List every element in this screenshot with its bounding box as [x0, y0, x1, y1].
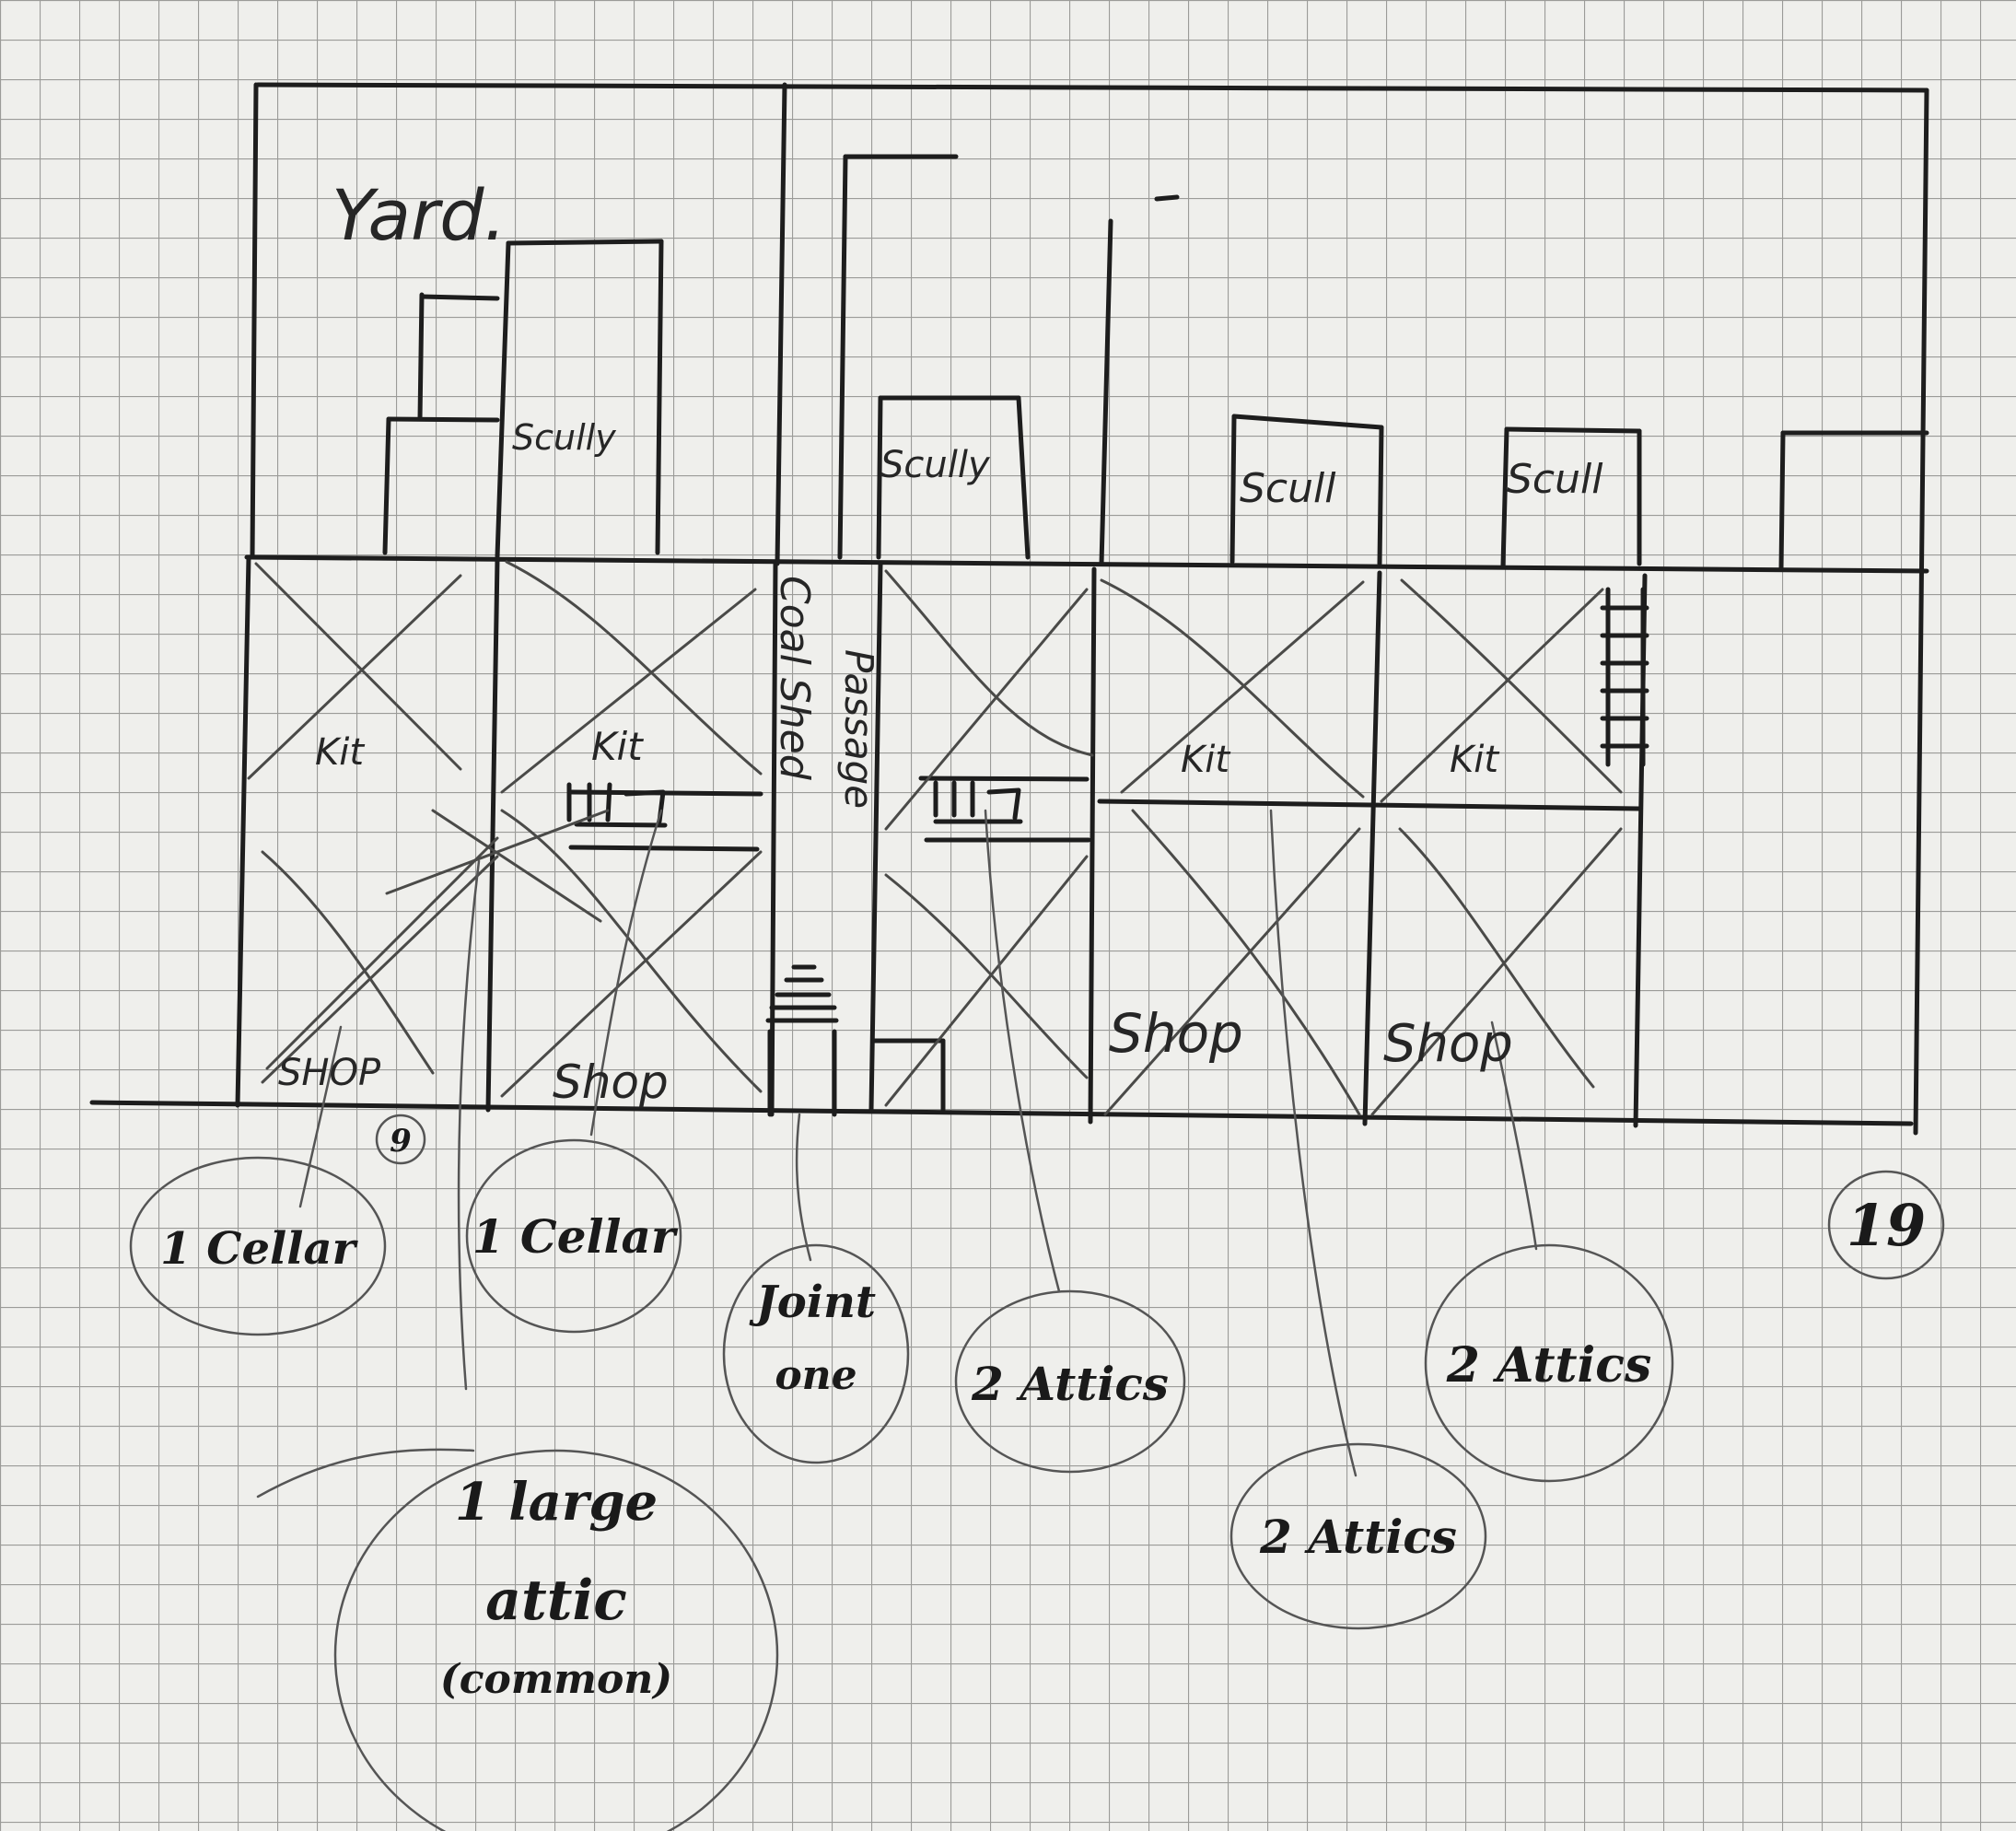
circle-attics-1 — [954, 1289, 1186, 1474]
scull-label-2: Scull — [1507, 456, 1603, 503]
shop-label-4: Shop — [1383, 1014, 1513, 1074]
shop-label-1: SHOP — [278, 1052, 381, 1094]
circle-number-9 — [375, 1114, 426, 1165]
house-numbers: 9 19 — [390, 1123, 1926, 1259]
circle-joint — [722, 1243, 910, 1464]
circle-number-19 — [1827, 1170, 1945, 1280]
shop-label-2: Shop — [553, 1055, 669, 1109]
kit-label-3: Kit — [1181, 739, 1230, 781]
circle-large-attic — [333, 1449, 779, 1831]
large-attic-line-2: attic — [485, 1569, 627, 1633]
scully-label-2: Scully — [880, 444, 991, 486]
room-cross-marks — [247, 560, 1623, 1116]
house-number-19: 19 — [1847, 1192, 1926, 1259]
joint-note-line-2: one — [775, 1352, 857, 1399]
coal-shed-label: Coal Shed — [771, 576, 818, 781]
shop-label-3: Shop — [1109, 1002, 1243, 1065]
large-attic-line-3: (common) — [440, 1656, 672, 1703]
circle-attics-3 — [1424, 1243, 1674, 1483]
attics-note-2: 2 Attics — [1259, 1510, 1457, 1564]
passage-label: Passage — [836, 649, 881, 809]
kit-label-2: Kit — [591, 724, 644, 769]
attics-note-3: 2 Attics — [1446, 1337, 1651, 1394]
large-attic-line-1: 1 large — [455, 1472, 658, 1533]
kit-label-4: Kit — [1450, 739, 1499, 781]
yard-label: Yard. — [332, 174, 507, 256]
circle-cellar-1 — [129, 1156, 387, 1336]
room-labels: Yard. Scully Scully Scull Scull Coal She… — [278, 174, 1603, 1109]
scully-label-1: Scully — [512, 417, 616, 458]
attics-note-1: 2 Attics — [971, 1357, 1169, 1411]
leader-lines — [256, 809, 1538, 1499]
kit-label-1: Kit — [315, 731, 365, 774]
joint-note-line-1: Joint — [749, 1277, 876, 1328]
circled-annotations: 1 Cellar 1 Cellar Joint one 2 Attics 2 A… — [160, 1209, 1651, 1703]
scull-label-1: Scull — [1240, 465, 1336, 512]
cellar-note-1: 1 Cellar — [160, 1223, 358, 1275]
circle-cellar-2 — [465, 1138, 682, 1334]
circle-attics-2 — [1229, 1442, 1487, 1630]
house-number-9: 9 — [390, 1123, 412, 1160]
annotation-circles — [129, 1114, 1945, 1831]
plan-outline — [89, 82, 1929, 1136]
cellar-note-2: 1 Cellar — [472, 1209, 679, 1264]
